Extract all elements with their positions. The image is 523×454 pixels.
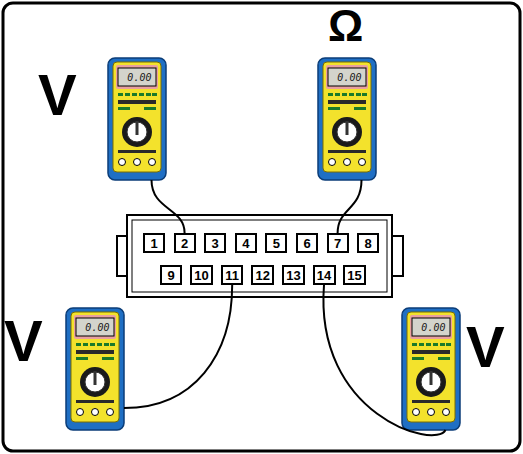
pin-number: 15 [347, 268, 361, 283]
pin-number: 4 [242, 236, 249, 251]
pin-number: 1 [150, 236, 157, 251]
multimeter: V0.00 [108, 58, 166, 180]
meter-mode-letter: Ω [328, 4, 363, 48]
connector-pin: 6 [296, 233, 318, 253]
connector-pin: 11 [221, 265, 243, 285]
meter-mode-letter: V [38, 66, 77, 124]
connector-pin: 7 [327, 233, 349, 253]
connector-pin: 4 [235, 233, 257, 253]
meter-display-reading: 0.00 [127, 72, 151, 83]
pin-number: 8 [365, 236, 372, 251]
meter-mode-letter: V [4, 312, 43, 370]
connector-pin: 12 [251, 265, 274, 285]
connector-pin: 15 [343, 265, 366, 285]
connector-pin: 9 [160, 265, 182, 285]
pin-number: 12 [256, 268, 270, 283]
test-lead-wire [323, 285, 445, 435]
meter-display-reading: 0.00 [421, 322, 445, 333]
multimeter: V0.00 [66, 308, 124, 430]
connector-pin: 1 [143, 233, 165, 253]
test-lead-wire [152, 180, 185, 233]
pin-number: 7 [334, 236, 341, 251]
connector-pin: 14 [313, 265, 336, 285]
connector-pin: 5 [265, 233, 287, 253]
connector-pin: 10 [190, 265, 213, 285]
pin-number: 10 [194, 268, 208, 283]
pin-number: 11 [225, 268, 239, 283]
meter-display-reading: 0.00 [337, 72, 361, 83]
pin-number: 13 [286, 268, 300, 283]
connector-pin: 13 [282, 265, 305, 285]
meter-mode-letter: V [466, 318, 505, 376]
pin-number: 5 [273, 236, 280, 251]
multimeter: V0.00 [402, 308, 460, 430]
pin-number: 6 [303, 236, 310, 251]
pin-number: 9 [167, 268, 174, 283]
pin-number: 14 [317, 268, 331, 283]
meter-display-reading: 0.00 [85, 322, 109, 333]
pin-number: 3 [212, 236, 219, 251]
pin-number: 2 [181, 236, 188, 251]
connector-pin: 2 [174, 233, 196, 253]
test-lead-wire [124, 285, 232, 408]
connector-pin: 8 [357, 233, 379, 253]
connector-pin: 3 [204, 233, 226, 253]
test-lead-wire [338, 180, 362, 233]
multimeter: Ω0.00 [318, 58, 376, 180]
